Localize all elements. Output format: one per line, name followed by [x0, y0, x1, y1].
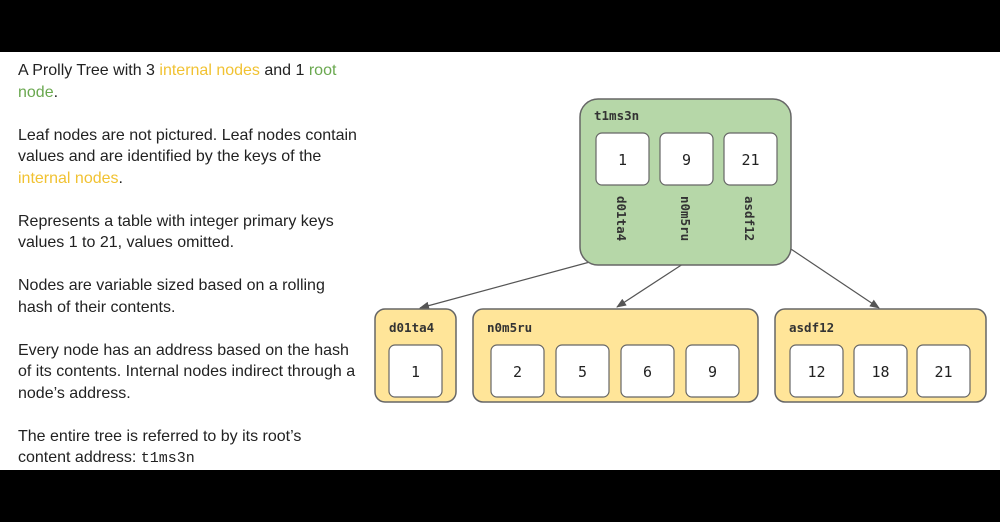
- internal-node-n0m5ru: n0m5ru 2 5 6 9: [472, 308, 759, 403]
- description-paragraph: Nodes are variable sized based on a roll…: [18, 275, 358, 318]
- highlight-internal-nodes: internal nodes: [159, 62, 260, 79]
- internal-node-label: n0m5ru: [487, 320, 532, 335]
- key: 18: [871, 363, 889, 381]
- root-key: 21: [741, 151, 759, 169]
- description-text: Represents a table with integer primary …: [18, 212, 334, 252]
- root-node-label: t1ms3n: [594, 108, 639, 123]
- key-box: 2: [490, 344, 545, 398]
- key-box: 9: [685, 344, 740, 398]
- key-box: 5: [555, 344, 610, 398]
- description-panel: A Prolly Tree with 3 internal nodes and …: [18, 60, 358, 470]
- key: 6: [643, 363, 652, 381]
- key: 2: [513, 363, 522, 381]
- root-key: 1: [618, 151, 627, 169]
- key-box: 1: [388, 344, 443, 398]
- key: 5: [578, 363, 587, 381]
- internal-node-d01ta4: d01ta4 1: [374, 308, 457, 403]
- description-text: .: [118, 169, 123, 187]
- root-key-box: 9: [659, 132, 714, 186]
- edge-root-to-d01ta4: [419, 255, 613, 310]
- child-address-asdf12: asdf12: [742, 196, 757, 241]
- edge-root-to-n0m5ru: [616, 261, 687, 308]
- root-key-box: 21: [723, 132, 778, 186]
- child-address-d01ta4: d01ta4: [614, 196, 629, 241]
- key-box: 21: [916, 344, 971, 398]
- description-paragraph: Represents a table with integer primary …: [18, 211, 358, 254]
- description-text: .: [53, 83, 59, 101]
- description-paragraph: The entire tree is referred to by its ro…: [18, 426, 358, 470]
- key: 12: [807, 363, 825, 381]
- root-key: 9: [682, 151, 691, 169]
- description-text: and 1: [259, 62, 309, 79]
- slide: A Prolly Tree with 3 internal nodes and …: [0, 52, 1000, 470]
- key-box: 6: [620, 344, 675, 398]
- description-paragraph: Leaf nodes are not pictured. Leaf nodes …: [18, 125, 358, 190]
- internal-node-asdf12: asdf12 12 18 21: [774, 308, 987, 403]
- description-text: Every node has an address based on the h…: [18, 341, 356, 402]
- key: 1: [411, 363, 420, 381]
- description-paragraph: Every node has an address based on the h…: [18, 340, 358, 405]
- child-address-n0m5ru: n0m5ru: [678, 196, 693, 241]
- key: 21: [934, 363, 952, 381]
- prolly-tree-diagram: t1ms3n 1 9 21 d01ta4 n0m5ru asdf12 d01ta…: [374, 98, 987, 403]
- key: 9: [708, 363, 717, 381]
- root-key-box: 1: [595, 132, 650, 186]
- internal-node-label: asdf12: [789, 320, 834, 335]
- root-address-code: t1ms3n: [140, 450, 195, 467]
- description-text: The entire tree is referred to by its ro…: [18, 427, 302, 467]
- description-paragraph: A Prolly Tree with 3 internal nodes and …: [18, 60, 358, 103]
- description-text: A Prolly Tree with 3: [18, 62, 160, 79]
- internal-node-label: d01ta4: [389, 320, 434, 335]
- key-box: 12: [789, 344, 844, 398]
- highlight-root-node: root node: [18, 62, 337, 101]
- description-text: Nodes are variable sized based on a roll…: [18, 277, 325, 316]
- description-text: Leaf nodes are not pictured. Leaf nodes …: [18, 126, 357, 166]
- key-box: 18: [853, 344, 908, 398]
- highlight-internal-nodes: internal nodes: [18, 169, 119, 187]
- root-node: t1ms3n 1 9 21 d01ta4 n0m5ru asdf12: [579, 98, 792, 266]
